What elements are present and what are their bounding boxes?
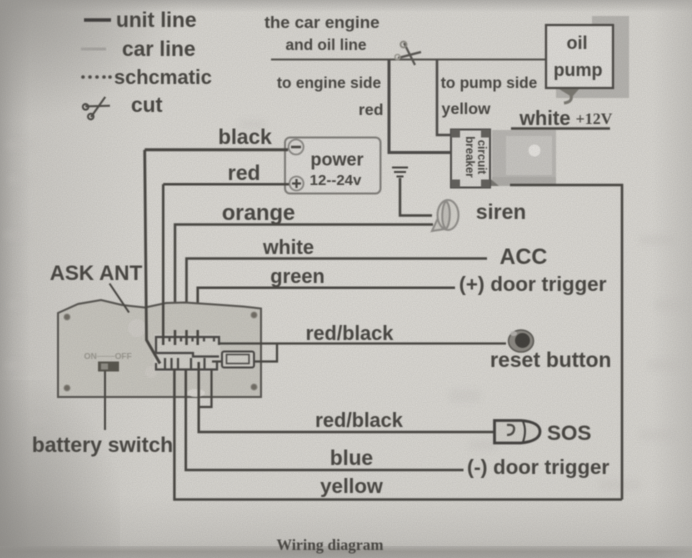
svg-text:battery switch: battery switch	[32, 434, 173, 457]
svg-text:to pump side: to pump side	[441, 75, 538, 92]
svg-text:unit line: unit line	[116, 9, 197, 32]
svg-text:red: red	[359, 102, 384, 119]
svg-text:pump: pump	[554, 60, 603, 80]
svg-text:green: green	[270, 266, 324, 288]
svg-text:12--24v: 12--24v	[310, 172, 362, 189]
svg-text:orange: orange	[222, 200, 295, 225]
svg-text:car line: car line	[122, 38, 196, 61]
svg-text:circuit: circuit	[475, 140, 487, 175]
svg-text:siren: siren	[476, 201, 526, 224]
svg-text:red: red	[228, 162, 261, 185]
svg-text:yellow: yellow	[320, 475, 383, 498]
svg-text:and oil line: and oil line	[286, 37, 367, 54]
svg-text:(-) door trigger: (-) door trigger	[467, 456, 609, 479]
svg-text:ASK ANT: ASK ANT	[50, 262, 143, 285]
svg-text:red/black: red/black	[315, 410, 404, 432]
svg-text:yellow: yellow	[442, 101, 491, 118]
svg-text:SOS: SOS	[547, 422, 591, 445]
svg-text:schcmatic: schcmatic	[114, 67, 212, 89]
svg-text:(+) door trigger: (+) door trigger	[459, 273, 607, 296]
svg-text:the car engine: the car engine	[264, 13, 379, 32]
svg-text:to engine side: to engine side	[277, 75, 382, 92]
svg-text:+12V: +12V	[576, 111, 613, 128]
svg-text:cut: cut	[131, 94, 163, 117]
svg-text:white: white	[262, 237, 314, 259]
svg-text:power: power	[310, 150, 363, 170]
svg-text:breaker: breaker	[463, 136, 475, 178]
svg-text:oil: oil	[567, 33, 588, 53]
svg-text:Wiring diagram: Wiring diagram	[277, 537, 384, 554]
svg-text:red/black: red/black	[306, 323, 395, 345]
svg-text:reset button: reset button	[490, 349, 611, 372]
svg-text:blue: blue	[330, 447, 373, 470]
svg-text:white: white	[518, 108, 570, 130]
svg-text:black: black	[218, 126, 272, 149]
svg-text:ON───OFF: ON───OFF	[84, 351, 132, 361]
svg-text:ACC: ACC	[500, 244, 548, 269]
